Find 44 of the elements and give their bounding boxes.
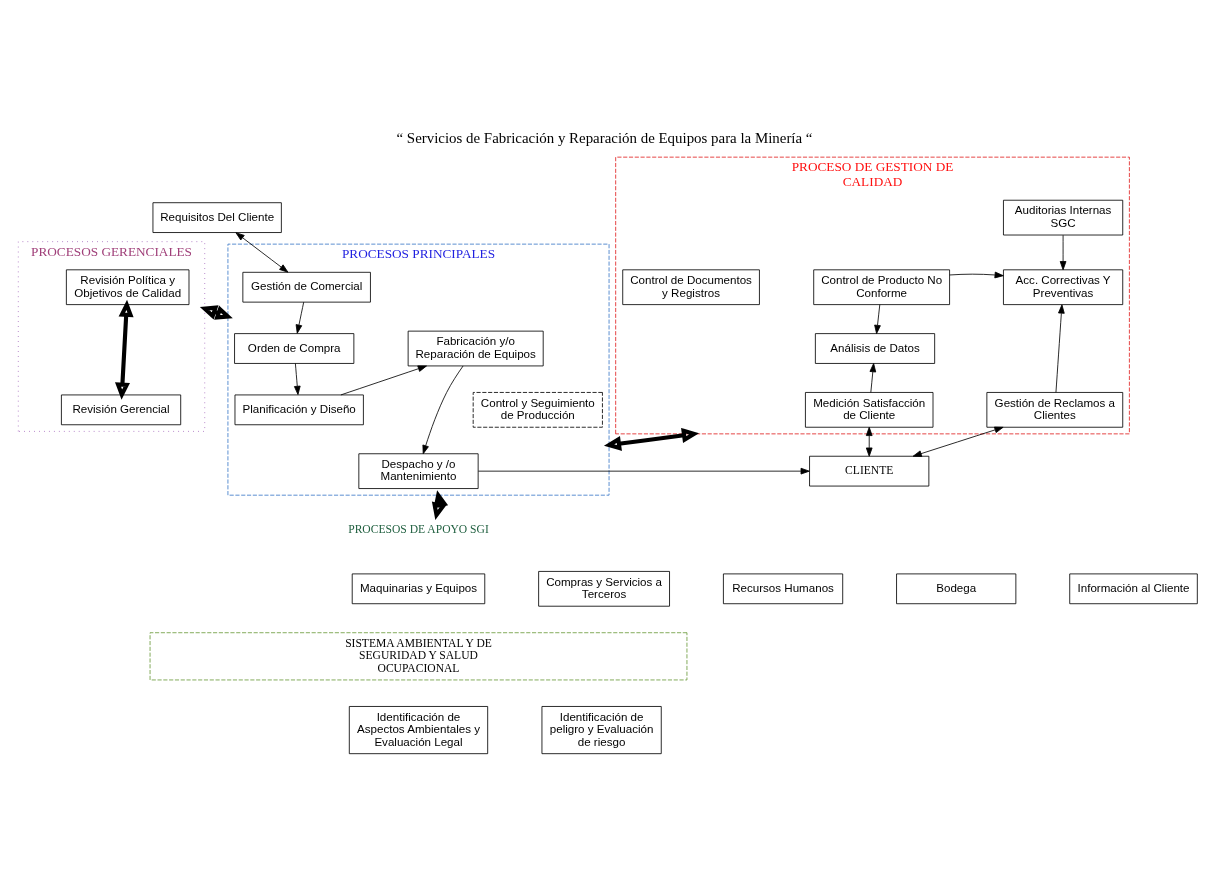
node-box: Medición Satisfacción de Cliente bbox=[805, 391, 934, 428]
arrow bbox=[115, 299, 134, 400]
node-box: Despacho y /o Mantenimiento bbox=[358, 452, 479, 489]
arrow bbox=[869, 362, 877, 393]
node-box: SISTEMA AMBIENTAL Y DE SEGURIDAD Y SALUD OCUPACIONAL bbox=[149, 631, 688, 680]
arrow bbox=[874, 303, 881, 334]
arrow bbox=[603, 427, 700, 451]
arrow bbox=[912, 426, 1004, 457]
arrow bbox=[422, 365, 464, 454]
arrow bbox=[477, 467, 810, 474]
node-box: Revisión Gerencial bbox=[61, 394, 182, 425]
arrow bbox=[294, 362, 301, 395]
arrow bbox=[340, 364, 427, 395]
node-text: PROCESOS DE APOYO SGI bbox=[348, 522, 489, 536]
arrow bbox=[949, 271, 1004, 278]
node-box: Compras y Servicios a Terceros bbox=[538, 570, 670, 607]
node-box: CLIENTE bbox=[809, 455, 930, 486]
node-box: Planificación y Diseño bbox=[234, 394, 364, 425]
arrow bbox=[235, 231, 289, 273]
node-box: Control de Documentos y Registros bbox=[622, 268, 760, 305]
node-box: Gestión de Reclamos a Clientes bbox=[986, 391, 1124, 428]
arrow bbox=[199, 304, 233, 320]
node-box: Maquinarias y Equipos bbox=[351, 572, 486, 604]
arrow bbox=[431, 489, 449, 520]
arrow bbox=[865, 426, 873, 457]
node-box: Auditorias Internas SGC bbox=[1003, 199, 1124, 235]
arrow bbox=[1059, 234, 1067, 270]
node-box: Orden de Compra bbox=[234, 332, 355, 364]
node-box: Acc. Correctivas Y Preventivas bbox=[1003, 268, 1124, 305]
node-box: Gestión de Comercial bbox=[242, 271, 371, 303]
node-box: Control de Producto No Conforme bbox=[813, 268, 950, 305]
diagram-title: “ Servicios de Fabricación y Reparación de Equipos para la Minería “ bbox=[396, 129, 813, 146]
node-box: Identificación de peligro y Evaluación de riesgo bbox=[541, 705, 662, 754]
node-box: Bodega bbox=[896, 572, 1017, 604]
node-box: Información al Cliente bbox=[1069, 572, 1198, 604]
node-box: Identificación de Aspectos Ambientales y Evaluación Legal bbox=[348, 705, 489, 754]
arrow bbox=[295, 301, 305, 334]
node-box: Control y Seguimiento de Producción bbox=[472, 391, 603, 428]
node-box: Revisión Política y Objetivos de Calidad bbox=[65, 268, 190, 305]
node-box: Análisis de Datos bbox=[814, 332, 936, 364]
node-box: Recursos Humanos bbox=[722, 572, 844, 604]
arrow bbox=[1055, 303, 1065, 393]
node-box: Fabricación y/o Reparación de Equipos bbox=[407, 330, 544, 366]
node-box: Requisitos Del Cliente bbox=[152, 201, 282, 233]
